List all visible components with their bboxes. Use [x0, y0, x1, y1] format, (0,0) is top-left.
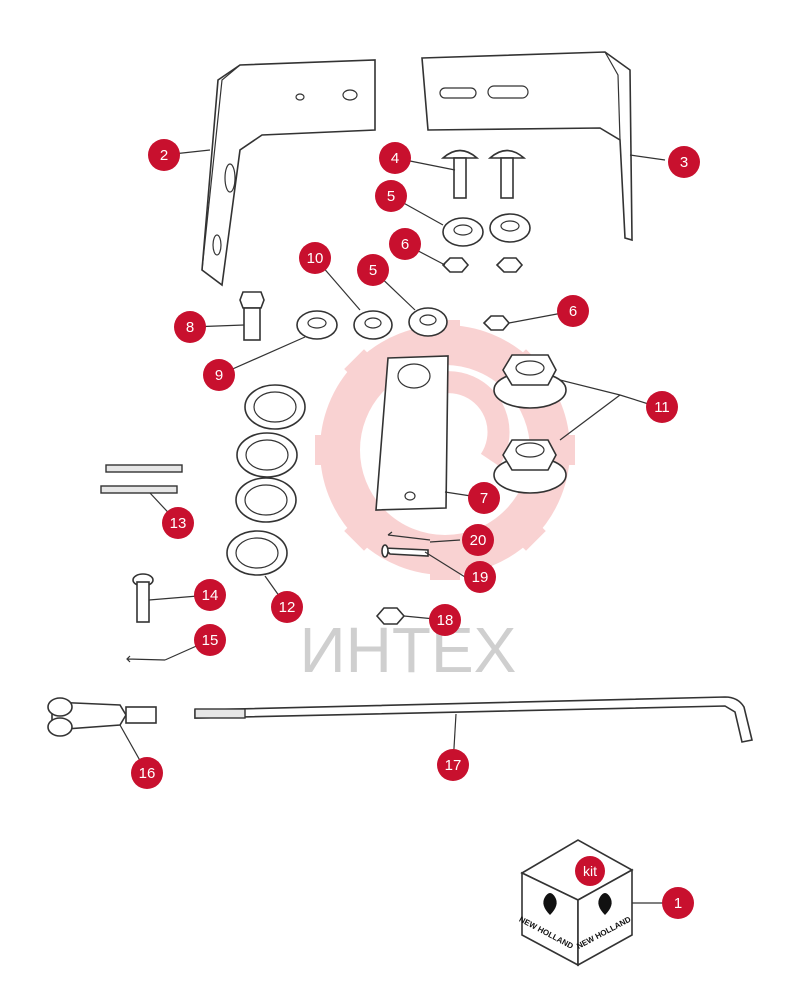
threaded-rod: [194, 696, 753, 743]
nuts-top: [441, 257, 524, 331]
svg-text:14: 14: [202, 587, 219, 604]
svg-text:5: 5: [387, 188, 395, 205]
svg-text:19: 19: [472, 569, 489, 586]
callout-5-middle: 5: [357, 254, 389, 286]
svg-text:16: 16: [139, 765, 156, 782]
callout-markers: 1 2 3 4 5 6 6 5 7 8 9 10 11 12 13 14 15 …: [131, 139, 700, 919]
svg-text:9: 9: [215, 367, 223, 384]
callout-16: 16: [131, 757, 163, 789]
carriage-bolts: [440, 149, 527, 199]
bracket-left: [201, 59, 376, 287]
keys: [100, 464, 183, 494]
callout-9: 9: [203, 359, 235, 391]
shims: [226, 384, 306, 576]
small-pin: [381, 531, 431, 558]
cotter-pin: [126, 655, 166, 663]
callout-6-right: 6: [557, 295, 589, 327]
callout-19: 19: [464, 561, 496, 593]
svg-text:3: 3: [680, 154, 688, 171]
svg-text:11: 11: [654, 399, 670, 416]
bracket-right: [421, 51, 633, 242]
svg-text:8: 8: [186, 319, 194, 336]
watermark-text: ИНТЕХ: [300, 614, 517, 686]
callout-13: 13: [162, 507, 194, 539]
callout-17: 17: [437, 749, 469, 781]
link-plate: [375, 355, 449, 511]
svg-text:4: 4: [391, 150, 399, 167]
svg-text:6: 6: [569, 303, 577, 320]
washers-top: [442, 213, 531, 247]
callout-2: 2: [148, 139, 180, 171]
callout-7: 7: [468, 482, 500, 514]
svg-text:10: 10: [307, 250, 324, 267]
nut-bottom: [375, 607, 406, 625]
svg-text:5: 5: [369, 262, 377, 279]
callout-3: 3: [668, 146, 700, 178]
svg-text:15: 15: [202, 632, 219, 649]
svg-text:2: 2: [160, 147, 168, 164]
svg-text:18: 18: [437, 612, 454, 629]
svg-text:7: 7: [480, 490, 488, 507]
callout-20: 20: [462, 524, 494, 556]
clevis: [47, 697, 157, 737]
callout-4: 4: [379, 142, 411, 174]
svg-text:12: 12: [279, 599, 296, 616]
callout-12: 12: [271, 591, 303, 623]
callout-14: 14: [194, 579, 226, 611]
callout-18: 18: [429, 604, 461, 636]
kit-box: NEW HOLLAND NEW HOLLAND kit: [518, 839, 634, 967]
svg-text:17: 17: [445, 757, 462, 774]
svg-text:6: 6: [401, 236, 409, 253]
svg-text:13: 13: [170, 515, 187, 532]
svg-text:20: 20: [470, 532, 487, 549]
callout-6-top: 6: [389, 228, 421, 260]
washers-middle: [296, 307, 448, 340]
callout-1: 1: [662, 887, 694, 919]
callout-10: 10: [299, 242, 331, 274]
hex-bolt: [239, 291, 265, 341]
clevis-pin: [132, 573, 154, 623]
flanged-nuts: [493, 354, 567, 494]
callout-8: 8: [174, 311, 206, 343]
kit-label: kit: [583, 863, 597, 879]
callout-5-top: 5: [375, 180, 407, 212]
callout-15: 15: [194, 624, 226, 656]
callout-11: 11: [646, 391, 678, 423]
svg-text:1: 1: [674, 895, 682, 912]
